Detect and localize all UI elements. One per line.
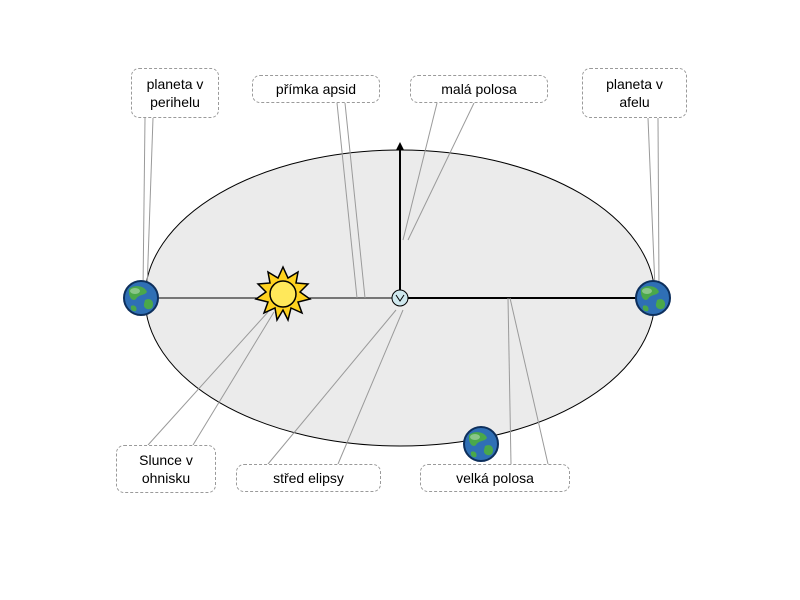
center-marker-icon [392, 290, 408, 306]
label-apsides-line-text: přímka apsid [276, 80, 356, 98]
label-aphelion-text: planeta v afelu [606, 75, 663, 111]
leader-aphelion [648, 118, 655, 288]
planet-orbit-icon [464, 427, 498, 461]
planet-aphelion-icon [636, 281, 670, 315]
label-perihelion-text: planeta v perihelu [147, 75, 204, 111]
label-ellipse-center-text: střed elipsy [273, 469, 344, 487]
label-apsides-line: přímka apsid [252, 75, 380, 103]
label-perihelion: planeta v perihelu [131, 68, 219, 118]
leader-aphelion-2 [658, 118, 659, 288]
label-sun-in-focus-text: Slunce v ohnisku [139, 451, 193, 487]
label-semi-major-axis: velká polosa [420, 464, 570, 492]
label-ellipse-center: střed elipsy [236, 464, 381, 492]
label-aphelion: planeta v afelu [582, 68, 687, 118]
label-sun-in-focus: Slunce v ohnisku [116, 445, 216, 493]
leader-perihelion [143, 118, 145, 290]
label-semi-major-axis-text: velká polosa [456, 469, 534, 487]
label-semi-minor-axis: malá polosa [410, 75, 548, 103]
planet-perihelion-icon [124, 281, 158, 315]
label-semi-minor-axis-text: malá polosa [441, 80, 517, 98]
